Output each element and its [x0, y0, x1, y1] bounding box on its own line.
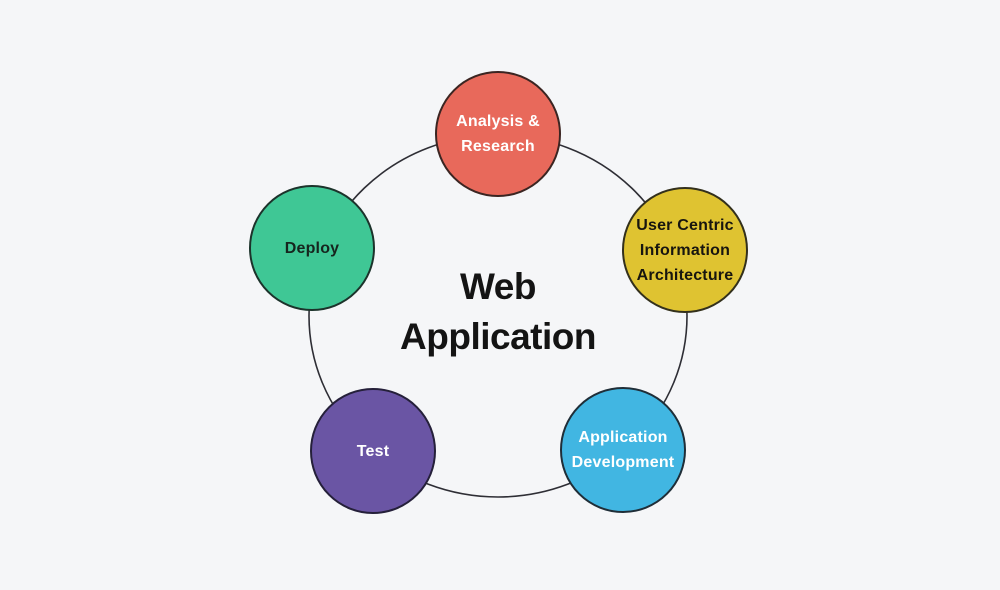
node-label-line: Development: [571, 454, 675, 471]
node-label-line: Deploy: [284, 239, 340, 257]
diagram-title: Web Application: [338, 262, 658, 362]
node-label-line: Research: [461, 138, 535, 155]
node-application-development: Application Development: [560, 387, 686, 513]
node-test-label: Test: [357, 439, 390, 464]
node-label-line: Information: [639, 241, 731, 259]
node-label-line: Test: [356, 442, 390, 460]
node-user-centric-information-architecture: User Centric Information Architecture: [622, 187, 748, 313]
node-label-line: User Centric: [636, 216, 734, 234]
node-label-line: Application: [578, 429, 668, 446]
diagram-title-line-1: Web: [460, 266, 536, 307]
diagram-title-line-2: Application: [400, 316, 596, 357]
node-analysis-research-label: Analysis & Research: [456, 109, 540, 159]
node-test: Test: [310, 388, 436, 514]
node-label-line: Architecture: [636, 266, 734, 284]
node-application-development-label: Application Development: [572, 425, 675, 475]
node-analysis-research: Analysis & Research: [435, 71, 561, 197]
node-deploy: Deploy: [249, 185, 375, 311]
node-deploy-label: Deploy: [285, 236, 340, 261]
node-label-line: Analysis &: [456, 113, 540, 130]
node-user-centric-label: User Centric Information Architecture: [636, 213, 734, 288]
